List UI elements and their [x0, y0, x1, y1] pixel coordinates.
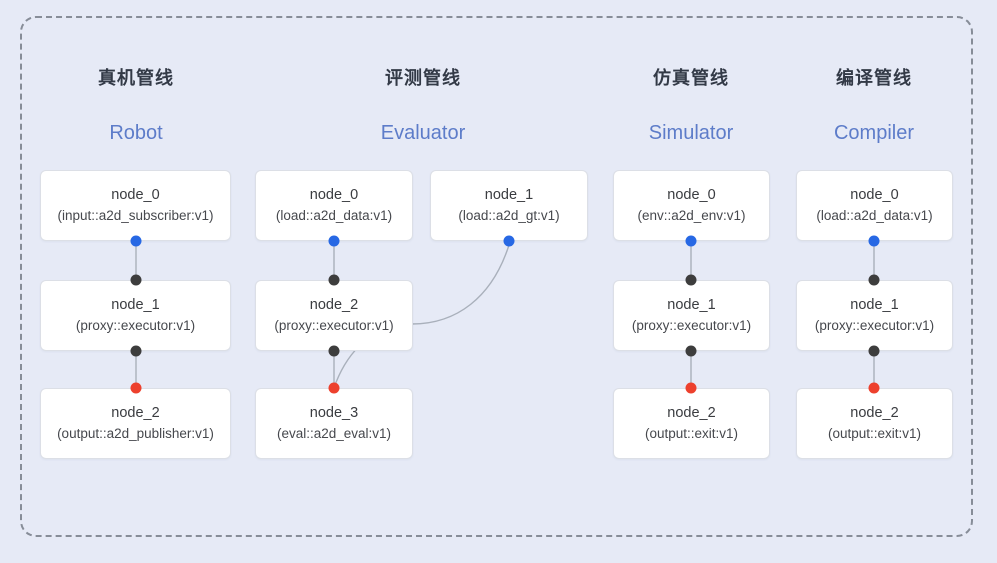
port-dark-dot[interactable] — [328, 345, 340, 357]
pipeline-title-en-compiler: Compiler — [833, 122, 915, 144]
node-robot-1[interactable]: node_1 (proxy::executor:v1) — [40, 280, 231, 351]
node-type: (eval::a2d_eval:v1) — [276, 426, 392, 441]
port-red-dot[interactable] — [685, 382, 697, 394]
port-dark-dot[interactable] — [130, 345, 142, 357]
port-dark-dot[interactable] — [868, 345, 880, 357]
node-type: (load::a2d_data:v1) — [816, 208, 933, 223]
port-blue-dot[interactable] — [503, 235, 515, 247]
node-name: node_3 — [309, 405, 359, 421]
node-type: (load::a2d_gt:v1) — [458, 208, 560, 223]
node-type: (output::exit:v1) — [827, 426, 922, 441]
node-name: node_1 — [850, 297, 899, 313]
node-evaluator-3[interactable]: node_3 (eval::a2d_eval:v1) — [255, 388, 413, 459]
node-simulator-0[interactable]: node_0 (env::a2d_env:v1) — [613, 170, 770, 241]
node-type: (proxy::executor:v1) — [631, 318, 752, 333]
node-type: (output::a2d_publisher:v1) — [57, 426, 214, 441]
pipeline-title-en-robot: Robot — [109, 122, 163, 144]
node-name: node_2 — [850, 405, 899, 421]
pipeline-title-zh-compiler: 编译管线 — [836, 68, 912, 88]
node-name: node_0 — [309, 187, 359, 203]
node-name: node_0 — [850, 187, 899, 203]
node-compiler-0[interactable]: node_0 (load::a2d_data:v1) — [796, 170, 953, 241]
port-dark-dot[interactable] — [130, 274, 142, 286]
port-blue-dot[interactable] — [328, 235, 340, 247]
port-dark-dot[interactable] — [328, 274, 340, 286]
node-simulator-2[interactable]: node_2 (output::exit:v1) — [613, 388, 770, 459]
port-red-dot[interactable] — [130, 382, 142, 394]
node-type: (proxy::executor:v1) — [75, 318, 196, 333]
node-robot-0[interactable]: node_0 (input::a2d_subscriber:v1) — [40, 170, 231, 241]
port-blue-dot[interactable] — [130, 235, 142, 247]
port-dark-dot[interactable] — [685, 274, 697, 286]
node-name: node_2 — [111, 405, 160, 421]
pipeline-title-zh-robot: 真机管线 — [98, 68, 174, 88]
node-name: node_1 — [111, 297, 160, 313]
pipeline-title-en-simulator: Simulator — [648, 122, 734, 144]
node-name: node_2 — [309, 297, 359, 313]
node-type: (load::a2d_data:v1) — [275, 208, 393, 223]
port-dark-dot[interactable] — [868, 274, 880, 286]
node-evaluator-2[interactable]: node_2 (proxy::executor:v1) — [255, 280, 413, 351]
node-type: (input::a2d_subscriber:v1) — [57, 208, 214, 223]
node-name: node_0 — [667, 187, 716, 203]
port-blue-dot[interactable] — [868, 235, 880, 247]
node-name: node_2 — [667, 405, 716, 421]
node-name: node_0 — [111, 187, 160, 203]
node-type: (proxy::executor:v1) — [814, 318, 935, 333]
port-red-dot[interactable] — [328, 382, 340, 394]
node-type: (output::exit:v1) — [644, 426, 739, 441]
dashed-frame — [20, 16, 973, 537]
pipeline-title-en-evaluator: Evaluator — [380, 122, 466, 144]
port-dark-dot[interactable] — [685, 345, 697, 357]
pipeline-title-zh-simulator: 仿真管线 — [653, 68, 729, 88]
node-name: node_1 — [484, 187, 534, 203]
node-evaluator-1[interactable]: node_1 (load::a2d_gt:v1) — [430, 170, 588, 241]
port-blue-dot[interactable] — [685, 235, 697, 247]
node-robot-2[interactable]: node_2 (output::a2d_publisher:v1) — [40, 388, 231, 459]
node-compiler-2[interactable]: node_2 (output::exit:v1) — [796, 388, 953, 459]
node-type: (env::a2d_env:v1) — [637, 208, 746, 223]
node-type: (proxy::executor:v1) — [274, 318, 394, 333]
pipeline-title-zh-evaluator: 评测管线 — [385, 68, 461, 88]
port-red-dot[interactable] — [868, 382, 880, 394]
node-name: node_1 — [667, 297, 716, 313]
